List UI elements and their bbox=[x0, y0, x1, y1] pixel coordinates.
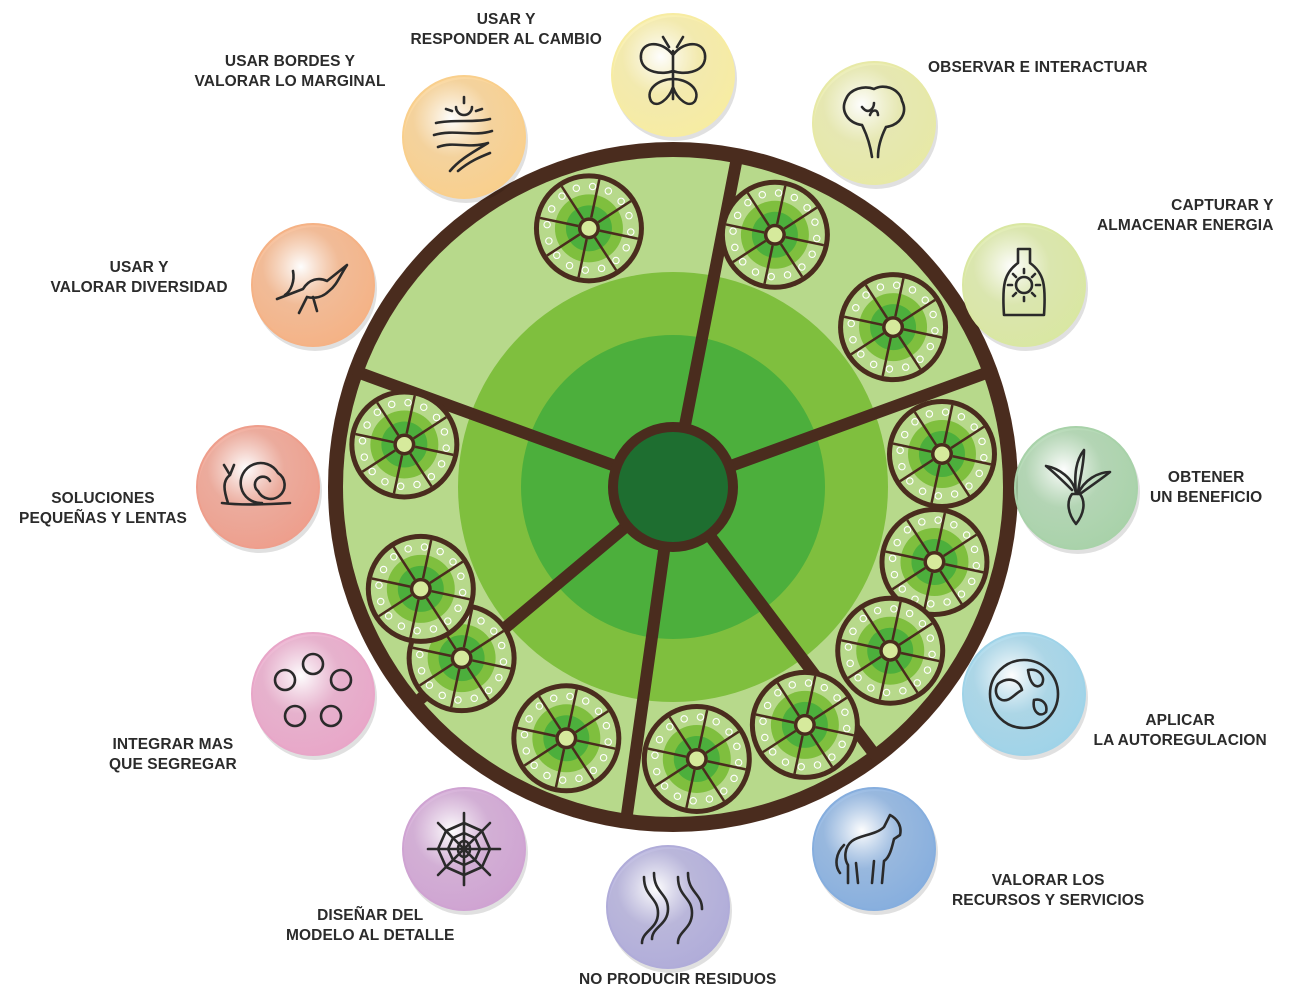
mandala-garden bbox=[511, 683, 622, 794]
mandala-garden bbox=[533, 173, 644, 284]
principle-label-diversity: USAR Y VALORAR DIVERSIDAD bbox=[51, 258, 228, 298]
principle-energy bbox=[962, 223, 1088, 351]
principle-label-line: NO PRODUCIR RESIDUOS bbox=[579, 971, 777, 988]
principle-edges bbox=[402, 75, 528, 203]
butterfly-icon bbox=[639, 35, 707, 106]
principle-label-line: DISEÑAR DEL bbox=[317, 907, 424, 924]
wheel-spoke bbox=[723, 366, 994, 473]
wheel-spoke bbox=[620, 540, 671, 825]
principle-observe bbox=[812, 61, 938, 189]
wheel-spoke bbox=[678, 152, 743, 435]
principle-label-yield: OBTENER UN BENEFICIO bbox=[1150, 468, 1262, 508]
mandala-garden bbox=[641, 703, 752, 814]
principle-yield bbox=[1014, 426, 1140, 554]
principle-label-line: RESPONDER AL CAMBIO bbox=[410, 31, 602, 48]
principle-label-design: DISEÑAR DEL MODELO AL DETALLE bbox=[286, 906, 454, 946]
worm-icon bbox=[640, 871, 704, 945]
principle-circle bbox=[812, 787, 936, 911]
principle-label-waste: NO PRODUCIR RESIDUOS bbox=[579, 970, 777, 990]
principle-label-line: SOLUCIONES bbox=[51, 490, 155, 507]
principle-label-line: ALMACENAR ENERGIA bbox=[1097, 217, 1274, 234]
principle-design bbox=[402, 787, 528, 915]
principle-label-line: CAPTURAR Y bbox=[1171, 197, 1274, 214]
principle-label-line: VALORAR LO MARGINAL bbox=[194, 73, 386, 90]
hub-center bbox=[618, 432, 728, 542]
principle-label-line: INTEGRAR MAS bbox=[112, 736, 234, 753]
principle-label-line: MODELO AL DETALLE bbox=[286, 927, 455, 944]
principle-label-energy: CAPTURAR Y ALMACENAR ENERGIA bbox=[1097, 196, 1274, 236]
principle-label-line: QUE SEGREGAR bbox=[109, 756, 237, 773]
principle-circle bbox=[812, 61, 936, 185]
principle-label-resources: VALORAR LOS RECURSOS Y SERVICIOS bbox=[952, 871, 1144, 911]
mandala-garden bbox=[879, 506, 990, 617]
snail-icon bbox=[220, 461, 292, 506]
mandala-garden bbox=[719, 179, 830, 290]
main-wheel bbox=[328, 142, 1018, 832]
principle-circle bbox=[251, 223, 375, 347]
mandala-garden bbox=[886, 398, 997, 509]
principle-label-line: USAR BORDES Y bbox=[224, 53, 356, 70]
principle-label-line: USAR Y bbox=[109, 259, 169, 276]
principle-circle bbox=[251, 632, 375, 756]
principle-label-line: UN BENEFICIO bbox=[1150, 489, 1263, 506]
flower-ring-icon bbox=[273, 652, 353, 728]
principle-change bbox=[611, 13, 737, 141]
principle-label-observe: OBSERVAR E INTERACTUAR bbox=[928, 58, 1148, 78]
principle-label-edges: USAR BORDES Y VALORAR LO MARGINAL bbox=[195, 52, 386, 92]
principle-label-line: VALORAR LOS bbox=[991, 872, 1105, 889]
principle-label-line: USAR Y bbox=[476, 11, 536, 28]
mandala-garden bbox=[835, 595, 946, 706]
principle-label-line: PEQUEÑAS Y LENTAS bbox=[19, 510, 187, 527]
mandala-garden bbox=[749, 669, 860, 780]
principle-circle bbox=[196, 425, 320, 549]
principle-waste bbox=[606, 845, 732, 973]
principle-label-integrate: INTEGRAR MAS QUE SEGREGAR bbox=[109, 735, 237, 775]
globe-icon bbox=[988, 658, 1060, 730]
river-sun-icon bbox=[432, 95, 494, 173]
principle-resources bbox=[812, 787, 938, 915]
spider-web-icon bbox=[426, 811, 502, 887]
principle-integrate bbox=[251, 632, 377, 760]
principle-circle bbox=[962, 223, 1086, 347]
principle-label-change: USAR Y RESPONDER AL CAMBIO bbox=[411, 10, 602, 50]
principle-circle bbox=[402, 75, 526, 199]
mandala-garden bbox=[349, 389, 460, 500]
mandala-garden bbox=[838, 272, 949, 383]
principle-label-slow: SOLUCIONES PEQUEÑAS Y LENTAS bbox=[19, 489, 187, 529]
bottle-sun-icon bbox=[1002, 247, 1046, 317]
mandala-garden bbox=[365, 533, 476, 644]
principle-selfreg bbox=[962, 632, 1088, 760]
horse-icon bbox=[835, 813, 902, 885]
principle-label-line: LA AUTOREGULACION bbox=[1093, 732, 1267, 749]
principle-label-line: OBSERVAR E INTERACTUAR bbox=[928, 59, 1148, 76]
radish-icon bbox=[1044, 448, 1112, 526]
principle-label-selfreg: APLICAR LA AUTOREGULACION bbox=[1094, 711, 1267, 751]
principle-circle bbox=[962, 632, 1086, 756]
wheel-spoke bbox=[352, 366, 623, 473]
principle-label-line: APLICAR bbox=[1145, 712, 1215, 729]
principle-slow bbox=[196, 425, 322, 553]
principle-diversity bbox=[251, 223, 377, 351]
principle-label-line: VALORAR DIVERSIDAD bbox=[50, 279, 228, 296]
principle-label-line: RECURSOS Y SERVICIOS bbox=[952, 892, 1145, 909]
tree-icon bbox=[842, 85, 906, 159]
hummingbird-icon bbox=[275, 263, 349, 315]
principle-label-line: OBTENER bbox=[1167, 469, 1245, 486]
